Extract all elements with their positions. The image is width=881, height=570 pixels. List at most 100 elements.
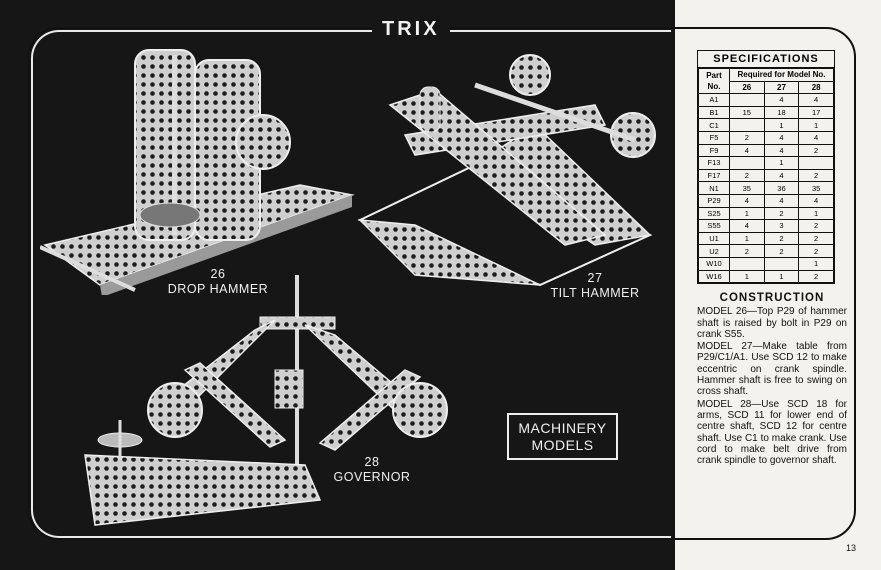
governor-image	[84, 275, 448, 526]
part-number-cell: U2	[698, 244, 730, 258]
page-number: 13	[846, 543, 857, 553]
model-name: DROP HAMMER	[167, 282, 269, 296]
quantity-cell	[729, 93, 765, 107]
quantity-cell: 2	[798, 244, 834, 258]
construction-paragraph: MODEL 26—Top P29 of hammer shaft is rais…	[697, 306, 847, 340]
part-number-cell: F9	[698, 143, 730, 158]
quantity-cell: 4	[763, 143, 800, 158]
quantity-cell	[763, 256, 800, 271]
quantity-cell	[729, 118, 765, 132]
quantity-cell: 2	[763, 231, 800, 246]
quantity-cell: 2	[798, 143, 834, 158]
quantity-cell: 4	[729, 143, 765, 158]
part-number-cell: F5	[698, 130, 730, 145]
quantity-cell: 4	[763, 130, 800, 145]
quantity-cell	[729, 256, 765, 271]
quantity-cell: 1	[798, 256, 834, 271]
badge-line-2: MODELS	[531, 436, 594, 453]
quantity-cell: 1	[729, 269, 765, 284]
quantity-cell: 2	[763, 244, 800, 258]
quantity-cell: 4	[763, 168, 800, 183]
quantity-cell: 1	[798, 206, 834, 221]
construction-paragraph: MODEL 27—Make table from P29/C1/A1. Use …	[697, 341, 847, 398]
quantity-cell: 1	[763, 118, 800, 132]
quantity-cell: 1	[763, 156, 800, 170]
quantity-cell: 2	[798, 269, 834, 284]
quantity-cell: 4	[729, 193, 765, 208]
quantity-cell: 2	[798, 231, 834, 246]
tilt-hammer-image	[357, 54, 656, 287]
part-number-cell: P29	[698, 193, 730, 208]
part-number-cell: S55	[698, 219, 730, 233]
part-number-cell: A1	[698, 93, 730, 107]
inner-frame	[31, 30, 671, 538]
quantity-cell: 4	[729, 219, 765, 233]
model-name: TILT HAMMER	[550, 286, 640, 300]
part-number-cell: N1	[698, 181, 730, 195]
model-column-header: 26	[729, 80, 765, 95]
drop-hammer-image	[40, 49, 355, 295]
model-column-header: 28	[798, 80, 834, 95]
model-26-caption: 26 DROP HAMMER	[158, 267, 278, 297]
construction-title: CONSTRUCTION	[719, 292, 825, 304]
quantity-cell: 35	[798, 181, 834, 195]
quantity-cell: 36	[763, 181, 800, 195]
quantity-cell: 2	[798, 219, 834, 233]
quantity-cell: 1	[763, 269, 800, 284]
quantity-cell: 3	[763, 219, 800, 233]
quantity-cell	[798, 156, 834, 170]
model-number: 28	[364, 455, 380, 469]
quantity-cell: 4	[798, 93, 834, 107]
quantity-cell: 18	[763, 105, 800, 120]
part-number-cell: W16	[698, 269, 730, 284]
quantity-cell: 1	[798, 118, 834, 132]
machinery-models-badge: MACHINERY MODELS	[507, 413, 618, 460]
model-28-caption: 28 GOVERNOR	[322, 455, 422, 485]
quantity-cell: 4	[798, 130, 834, 145]
quantity-cell: 17	[798, 105, 834, 120]
quantity-cell: 2	[729, 168, 765, 183]
quantity-cell: 4	[798, 193, 834, 208]
required-for-header: Required for Model No.	[729, 68, 834, 82]
model-name: GOVERNOR	[333, 470, 411, 484]
specifications-table: SPECIFICATIONS Part No. Required for Mod…	[697, 50, 835, 285]
model-number: 27	[587, 271, 603, 285]
part-number-cell: F13	[698, 156, 730, 170]
construction-paragraph: MODEL 28—Use SCD 18 for arms, SCD 11 for…	[697, 398, 847, 467]
model-27-caption: 27 TILT HAMMER	[540, 271, 650, 301]
quantity-cell: 1	[729, 206, 765, 221]
part-no-header: Part No.	[698, 67, 730, 95]
model-number: 26	[210, 267, 226, 281]
quantity-cell: 1	[729, 231, 765, 246]
part-number-cell: W10	[698, 256, 730, 271]
part-number-cell: F17	[698, 168, 730, 183]
table-row: W10 1	[698, 256, 834, 271]
brand-title: TRIX	[372, 14, 450, 44]
quantity-cell: 2	[763, 206, 800, 221]
model-column-header: 27	[763, 80, 800, 95]
quantity-cell: 15	[729, 105, 765, 120]
specifications-title: SPECIFICATIONS	[698, 51, 834, 68]
part-number-cell: C1	[698, 118, 730, 132]
quantity-cell	[729, 156, 765, 170]
quantity-cell: 2	[729, 244, 765, 258]
part-number-cell: S25	[698, 206, 730, 221]
badge-line-1: MACHINERY	[518, 419, 607, 436]
table-row: F13 1	[698, 156, 834, 170]
construction-notes: CONSTRUCTION MODEL 26—Top P29 of hammer …	[697, 292, 847, 467]
part-number-cell: B1	[698, 105, 730, 120]
